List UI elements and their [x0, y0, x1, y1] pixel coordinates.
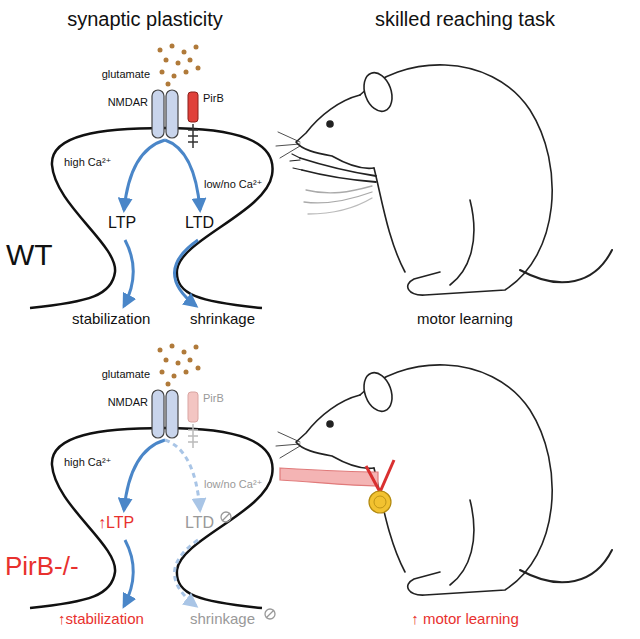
- receptor-label: NMDAR: [108, 396, 148, 409]
- receptor-label: PirB: [203, 392, 224, 405]
- section-title: skilled reaching task: [375, 8, 555, 31]
- plasticity-label: ↑LTP: [98, 514, 134, 532]
- molecule-label: glutamate: [102, 68, 150, 81]
- calcium-label: high Ca²⁺: [64, 456, 111, 469]
- receptor-label: PirB: [203, 92, 224, 105]
- outcome-label: shrinkage: [190, 610, 255, 627]
- blocked-symbol: [221, 512, 275, 619]
- plasticity-label: LTD: [185, 214, 214, 232]
- calcium-label: low/no Ca²⁺: [204, 478, 262, 491]
- behavior-label: motor learning: [417, 310, 513, 327]
- calcium-label: high Ca²⁺: [64, 156, 111, 169]
- genotype-label: PirB-/-: [5, 552, 79, 582]
- genotype-label: WT: [6, 238, 53, 273]
- calcium-label: low/no Ca²⁺: [204, 178, 262, 191]
- molecule-label: glutamate: [102, 368, 150, 381]
- receptor-label: NMDAR: [108, 96, 148, 109]
- outcome-label: ↑stabilization: [58, 610, 144, 627]
- plasticity-label: LTP: [108, 214, 136, 232]
- plasticity-label: LTD: [185, 514, 214, 532]
- outcome-label: stabilization: [72, 310, 150, 327]
- pirb-receptor-faded: [188, 392, 198, 448]
- behavior-label: ↑ motor learning: [411, 610, 519, 627]
- outcome-label: shrinkage: [190, 310, 255, 327]
- section-title: synaptic plasticity: [67, 8, 223, 31]
- pirb-receptor: [188, 92, 198, 148]
